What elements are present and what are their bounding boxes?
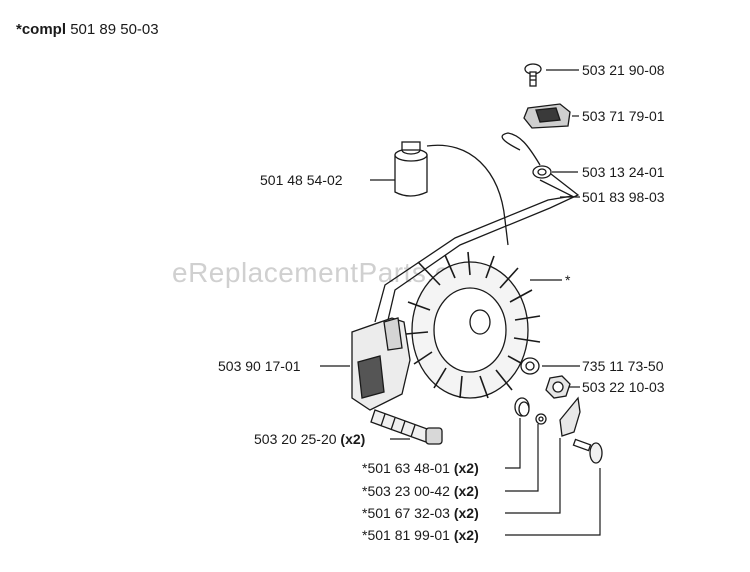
part-number: *501 67 32-03: [362, 505, 450, 521]
callout-label: 735 11 73-50: [582, 358, 663, 374]
callout-label: *: [565, 272, 570, 288]
part-number: 503 20 25-20: [254, 431, 337, 447]
assembly-part-number: 501 89 50-03: [70, 21, 159, 38]
callout-label: 503 22 10-03: [582, 379, 665, 395]
ignition-cap: [394, 141, 428, 197]
grommet: [532, 165, 552, 179]
nut: [545, 375, 571, 399]
leader-line: [505, 418, 521, 469]
assembly-title: *compl 501 89 50-03: [16, 22, 159, 38]
callout-label: 501 83 98-03: [582, 189, 665, 205]
part-number: 735 11 73-50: [582, 358, 664, 374]
connector-part: [523, 103, 571, 129]
part-number: *501 63 48-01: [362, 460, 450, 476]
part-number: *501 81 99-01: [362, 527, 450, 543]
pivot-bolt: [572, 438, 603, 464]
callout-label: 503 13 24-01: [582, 164, 665, 180]
leader-line: [505, 424, 539, 492]
quantity: (x2): [453, 460, 479, 476]
spring: [514, 397, 530, 417]
part-number: 503 13 24-01: [582, 164, 665, 180]
ht-lead: [426, 144, 509, 246]
quantity: (x2): [453, 483, 479, 499]
callout-label: *503 23 00-42 (x2): [362, 483, 479, 499]
part-number: 503 22 10-03: [582, 379, 665, 395]
quantity: (x2): [340, 431, 366, 447]
title-prefix: *compl: [16, 21, 67, 38]
ignition-module: [351, 317, 411, 411]
washer: [520, 357, 540, 375]
pawl: [559, 396, 581, 437]
part-number: *: [565, 272, 571, 288]
callout-label: 503 71 79-01: [582, 108, 665, 124]
callout-label: 501 48 54-02: [260, 172, 343, 188]
leader-line: [505, 468, 601, 536]
screw-part: [524, 63, 542, 87]
callout-label: 503 21 90-08: [582, 62, 665, 78]
part-number: *503 23 00-42: [362, 483, 450, 499]
part-number: 503 90 17-01: [218, 358, 301, 374]
part-number: 501 83 98-03: [582, 189, 665, 205]
wire: [501, 132, 541, 166]
part-number: 501 48 54-02: [260, 172, 343, 188]
callout-label: 503 90 17-01: [218, 358, 301, 374]
callout-label: *501 81 99-01 (x2): [362, 527, 479, 543]
mounting-screw: [370, 409, 443, 445]
quantity: (x2): [453, 527, 479, 543]
part-number: 503 71 79-01: [582, 108, 665, 124]
flywheel: [405, 251, 541, 399]
short-circuit-cable: [374, 179, 575, 323]
part-number: 503 21 90-08: [582, 62, 665, 78]
short-circuit-cable: [387, 173, 580, 321]
callout-label: 503 20 25-20 (x2): [254, 431, 365, 447]
leader-line: [505, 438, 561, 514]
small-washer: [535, 413, 547, 425]
callout-label: *501 63 48-01 (x2): [362, 460, 479, 476]
quantity: (x2): [453, 505, 479, 521]
callout-label: *501 67 32-03 (x2): [362, 505, 479, 521]
